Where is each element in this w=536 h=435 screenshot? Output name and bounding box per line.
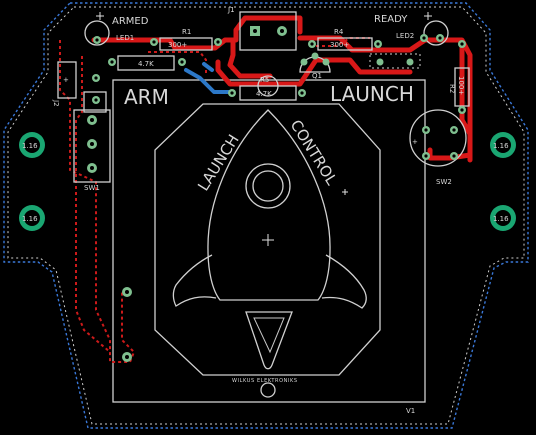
board-outline-inner [7, 6, 525, 425]
trace-top-2 [227, 37, 273, 79]
led2-label: LED2 [396, 32, 414, 40]
rocket-window-inner [252, 170, 284, 202]
rocket-flame-inner [253, 317, 285, 354]
svg-text:+: + [63, 76, 69, 84]
rocket-fin-left [172, 254, 217, 307]
left-component-2 [83, 91, 107, 113]
r2-value: 100+ [457, 76, 465, 95]
left-component [57, 61, 77, 99]
logo-octagon [154, 103, 381, 376]
r4-outline [317, 37, 373, 51]
j1-label: J1 [227, 6, 235, 14]
mount-hole-bl: 1.16 [19, 205, 45, 231]
board-outline [3, 2, 529, 429]
svg-text:1.16: 1.16 [493, 215, 509, 223]
r4-label: R4 [334, 28, 344, 36]
r1-value: 300+ [168, 41, 187, 49]
sw2-outline [409, 109, 467, 167]
r3-value: 4.7K [138, 60, 154, 68]
rocket-flame [245, 311, 293, 370]
r4-value: 300+ [330, 41, 349, 49]
trace-bottom-1 [184, 68, 234, 94]
svg-text:1.16: 1.16 [22, 215, 38, 223]
led2-region [369, 53, 421, 69]
launch-label: LAUNCH [330, 82, 414, 106]
armed-label: ARMED [112, 16, 149, 27]
r1-label: R1 [182, 28, 191, 36]
r5-label: R5 [260, 76, 269, 84]
footer-hole [260, 382, 276, 398]
led2-outline [423, 20, 449, 46]
r5-outline [239, 85, 297, 101]
svg-text:+: + [412, 138, 418, 146]
sw2-label: SW2 [436, 178, 452, 186]
trace-dashed-2 [75, 56, 111, 353]
trace-bottom-2 [202, 62, 214, 72]
q1-label: Q1 [312, 72, 322, 80]
mount-hole-br: 1.16 [490, 205, 516, 231]
trace-dashed-3 [148, 51, 207, 74]
led1-outline [84, 20, 110, 46]
sw1-outline [73, 109, 111, 183]
arm-label: ARM [124, 85, 169, 109]
trace-dashed-4 [310, 37, 370, 47]
logo-launch-text: LAUNCH [194, 131, 243, 194]
trace-right-1 [459, 39, 473, 163]
led1-label: LED1 [116, 34, 134, 42]
sw1-label: SW1 [84, 184, 100, 192]
mount-hole-tl: 1.16 [19, 132, 45, 158]
ready-label: READY [374, 14, 408, 25]
r5-value: 4.7K [256, 90, 272, 98]
svg-text:1.16: 1.16 [493, 142, 509, 150]
left-component-label: J2 [52, 99, 60, 107]
r2-label: R2 [448, 84, 456, 93]
r3-outline [117, 55, 175, 71]
trace-dashed-1 [59, 40, 136, 363]
rocket-body [207, 109, 331, 301]
main-frame [112, 79, 426, 403]
footer-label: WILKUS ELEKTRONIKS [232, 378, 298, 384]
r1-outline [159, 37, 213, 51]
mount-hole-tr: 1.16 [490, 132, 516, 158]
rocket-fin-right [321, 254, 367, 309]
v1-label: V1 [406, 407, 415, 415]
rocket-window [245, 163, 291, 209]
svg-text:1.16: 1.16 [22, 142, 38, 150]
c-outline [257, 75, 279, 97]
j1-outline [239, 11, 297, 51]
